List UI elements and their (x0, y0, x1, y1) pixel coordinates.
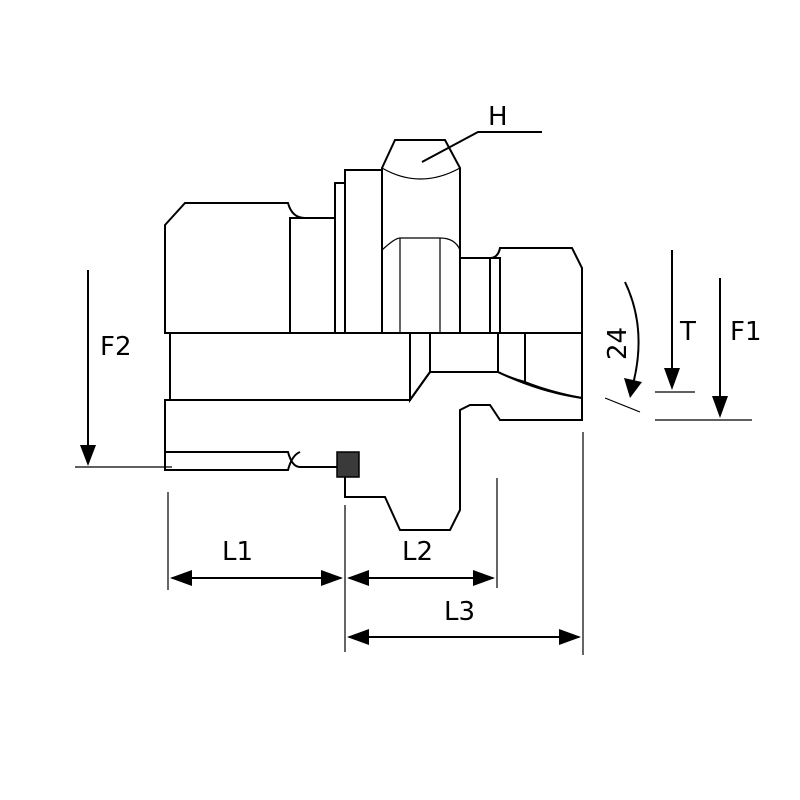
hex-nut (381, 139, 461, 334)
dimension-f1: F1 (655, 278, 762, 421)
label-f2: F2 (100, 332, 132, 362)
label-f1: F1 (730, 317, 762, 347)
bore (169, 332, 583, 404)
washer (334, 182, 346, 334)
label-h: H (488, 102, 508, 132)
section-hatch (164, 371, 583, 531)
label-angle: 24 (603, 327, 633, 360)
left-thread (164, 202, 336, 334)
right-thread (489, 247, 583, 334)
dimension-h: H (421, 102, 542, 163)
label-t: T (679, 317, 696, 347)
flange (344, 169, 383, 334)
label-l1: L1 (222, 537, 253, 567)
o-ring (336, 451, 360, 478)
label-l2: L2 (402, 537, 433, 567)
dimension-l2: L2 (347, 537, 495, 586)
dimension-f2: F2 (75, 270, 172, 468)
right-neck (459, 257, 501, 334)
dimension-angle: 24 (603, 281, 642, 413)
dimension-l1: L1 (170, 537, 343, 586)
dimension-l3: L3 (347, 597, 581, 645)
dimension-t: T (655, 250, 696, 393)
left-neck (289, 217, 336, 334)
label-l3: L3 (444, 597, 475, 627)
